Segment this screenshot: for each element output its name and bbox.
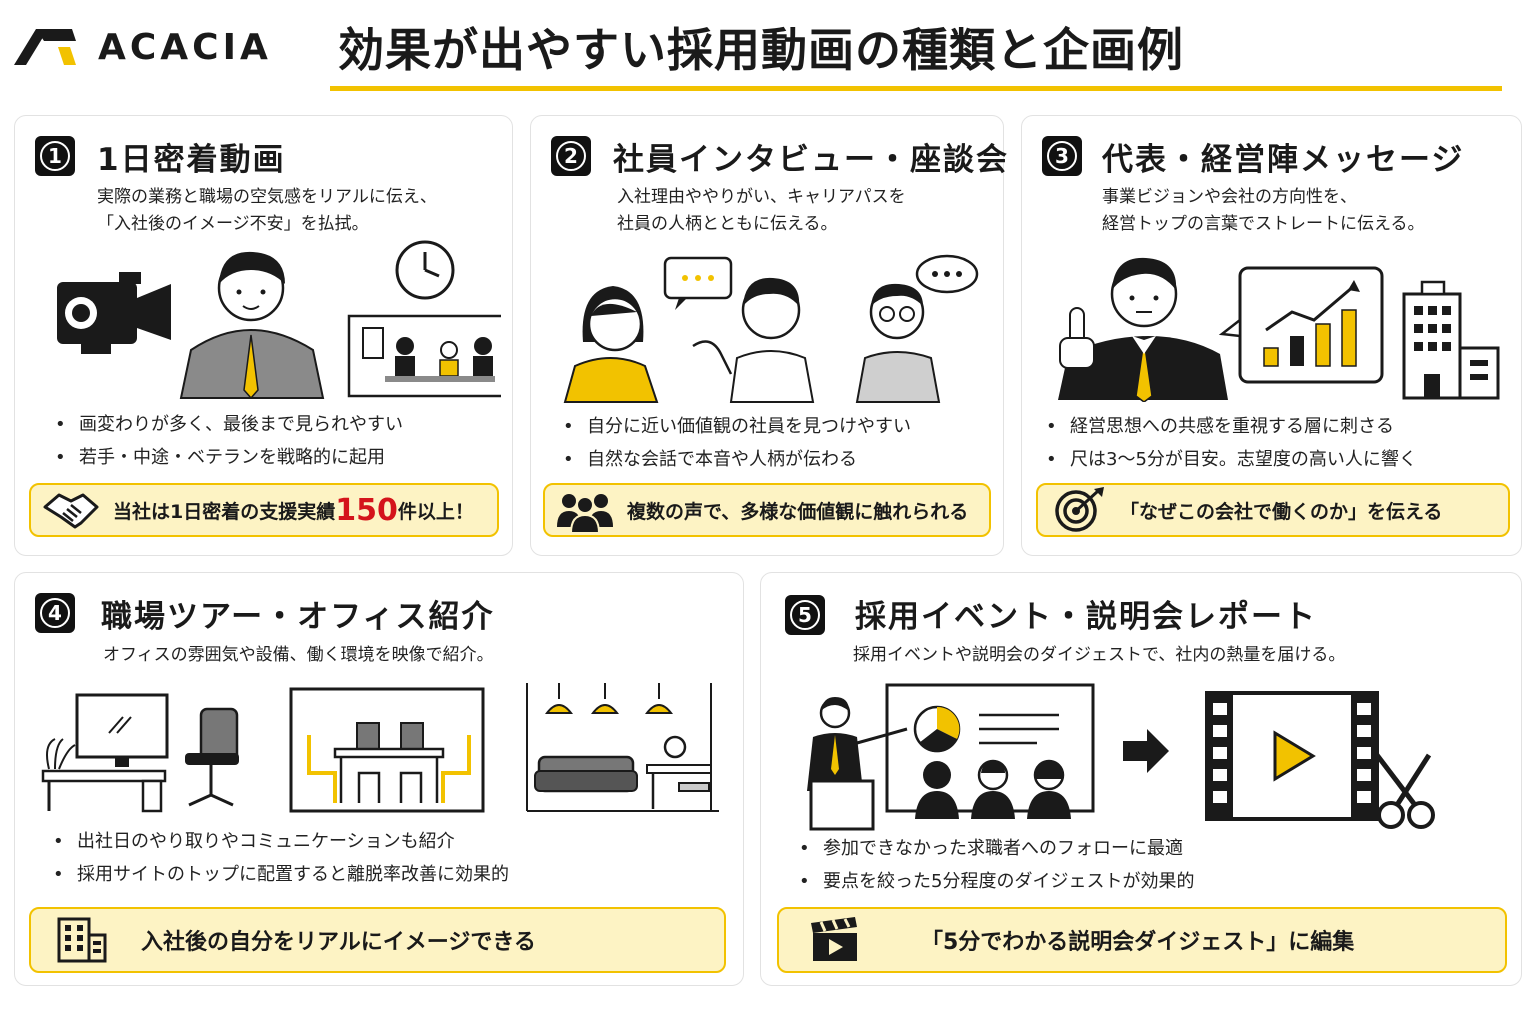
card-number: 3 xyxy=(1042,136,1082,176)
list-item: 参加できなかった求職者へのフォローに最適 xyxy=(795,832,1194,865)
callout: 当社は1日密着の支援実績 150 件以上！ xyxy=(29,483,499,537)
bullet-list: 出社日のやり取りやコミュニケーションも紹介 採用サイトのトップに配置すると離脱率… xyxy=(49,825,509,891)
office-tour-illustration xyxy=(41,683,719,813)
event-report-illustration xyxy=(807,683,1435,831)
callout-text: 「なぜこの会社で働くのか」を伝える xyxy=(1120,500,1443,523)
speech-bubble-icon xyxy=(915,254,979,294)
callout-text: 入社後の自分をリアルにイメージできる xyxy=(141,930,536,955)
card-executive-message: 3 代表・経営陣メッセージ 事業ビジョンや会社の方向性を、 経営トップの言葉でス… xyxy=(1021,115,1522,556)
speech-bubble-icon xyxy=(663,256,733,310)
card-day-in-life: 1 1日密着動画 実際の業務と職場の空気感をリアルに伝え、 「入社後のイメージ不… xyxy=(14,115,513,556)
acacia-logo-icon xyxy=(14,29,76,65)
card-title: 職場ツアー・オフィス紹介 xyxy=(101,599,495,635)
callout: 「5分でわかる説明会ダイジェスト」に編集 xyxy=(777,907,1507,973)
card-description: オフィスの雰囲気や設備、働く環境を映像で紹介。 xyxy=(103,645,494,665)
brand-name: ACACIA xyxy=(98,26,272,68)
title-underline xyxy=(330,86,1502,91)
list-item: 自分に近い価値観の社員を見つけやすい xyxy=(559,410,911,443)
card-description: 入社理由ややりがい、キャリアパスを 社員の人柄とともに伝える。 xyxy=(617,187,906,234)
desk-workstation-icon xyxy=(41,693,239,813)
card-description: 実際の業務と職場の空気感をリアルに伝え、 「入社後のイメージ不安」を払拭。 xyxy=(97,187,437,234)
bullet-list: 参加できなかった求職者へのフォローに最適 要点を絞った5分程度のダイジェストが効… xyxy=(795,832,1194,898)
brand-logo: ACACIA xyxy=(14,22,314,72)
target-icon xyxy=(1055,487,1104,532)
list-item: 自然な会話で本音や人柄が伝わる xyxy=(559,443,911,476)
growth-chart-bubble-icon xyxy=(1218,266,1384,384)
man-employee-illustration xyxy=(692,277,815,403)
lounge-icon xyxy=(526,683,719,812)
video-camera-icon xyxy=(57,272,171,354)
card-number: 4 xyxy=(35,593,75,633)
executive-illustration xyxy=(1058,257,1500,402)
callout-text: 複数の声で、多様な価値観に触れられる xyxy=(627,500,969,523)
presentation-illustration xyxy=(807,683,1095,831)
bullet-list: 経営思想への共感を重視する層に刺さる 尺は3〜5分が目安。志望度の高い人に響く xyxy=(1042,410,1417,476)
card-title: 社員インタビュー・座談会 xyxy=(613,142,1009,178)
glasses-employee-illustration xyxy=(855,283,941,403)
office-building-icon xyxy=(1402,280,1500,400)
arrow-right-icon xyxy=(1123,729,1169,773)
callout: 入社後の自分をリアルにイメージできる xyxy=(29,907,726,973)
woman-employee-illustration xyxy=(563,286,659,403)
card-description: 事業ビジョンや会社の方向性を、 経営トップの言葉でストレートに伝える。 xyxy=(1102,187,1425,234)
callout: 「なぜこの会社で働くのか」を伝える xyxy=(1036,483,1510,537)
card-number: 2 xyxy=(551,136,591,176)
clapperboard-icon xyxy=(811,917,857,961)
interview-illustration xyxy=(563,254,979,403)
card-title: 代表・経営陣メッセージ xyxy=(1102,142,1465,178)
bullet-list: 画変わりが多く、最後まで見られやすい 若手・中途・ベテランを戦略的に起用 xyxy=(51,408,403,474)
callout-text: 当社は1日密着の支援実績 xyxy=(113,500,336,523)
executive-illustration-person xyxy=(1058,257,1228,402)
list-item: 経営思想への共感を重視する層に刺さる xyxy=(1042,410,1417,443)
card-title: 1日密着動画 xyxy=(97,142,286,178)
list-item: 要点を絞った5分程度のダイジェストが効果的 xyxy=(795,865,1194,898)
handshake-icon xyxy=(43,493,99,529)
bullet-list: 自分に近い価値観の社員を見つけやすい 自然な会話で本音や人柄が伝わる xyxy=(559,410,911,476)
callout-number: 150 xyxy=(335,492,398,528)
list-item: 採用サイトのトップに配置すると離脱率改善に効果的 xyxy=(49,858,509,891)
card-title: 採用イベント・説明会レポート xyxy=(855,599,1317,635)
building-icon xyxy=(57,917,107,963)
callout: 複数の声で、多様な価値観に触れられる xyxy=(543,483,991,537)
employee-illustration xyxy=(179,251,325,400)
meeting-room-icon xyxy=(347,314,501,398)
list-item: 出社日のやり取りやコミュニケーションも紹介 xyxy=(49,825,509,858)
card-office-tour: 4 職場ツアー・オフィス紹介 オフィスの雰囲気や設備、働く環境を映像で紹介。 xyxy=(14,572,744,986)
day-in-life-illustration xyxy=(57,240,501,400)
list-item: 若手・中途・ベテランを戦略的に起用 xyxy=(51,441,403,474)
callout-text-suffix: 件以上！ xyxy=(397,500,474,523)
list-item: 画変わりが多く、最後まで見られやすい xyxy=(51,408,403,441)
video-film-icon xyxy=(1205,691,1379,821)
meeting-room-icon xyxy=(289,687,485,813)
card-number: 5 xyxy=(785,595,825,635)
callout-text: 「5分でわかる説明会ダイジェスト」に編集 xyxy=(921,930,1355,955)
group-icon xyxy=(557,494,613,533)
card-employee-interview: 2 社員インタビュー・座談会 入社理由ややりがい、キャリアパスを 社員の人柄とと… xyxy=(530,115,1007,556)
list-item: 尺は3〜5分が目安。志望度の高い人に響く xyxy=(1042,443,1417,476)
card-event-report: 5 採用イベント・説明会レポート 採用イベントや説明会のダイジェストで、社内の熱… xyxy=(760,572,1522,986)
card-description: 採用イベントや説明会のダイジェストで、社内の熱量を届ける。 xyxy=(853,645,1346,665)
clock-icon xyxy=(395,240,455,300)
scissors-icon xyxy=(1375,753,1435,829)
page-title: 効果が出やすい採用動画の種類と企画例 xyxy=(338,23,1184,77)
card-number: 1 xyxy=(35,136,75,176)
